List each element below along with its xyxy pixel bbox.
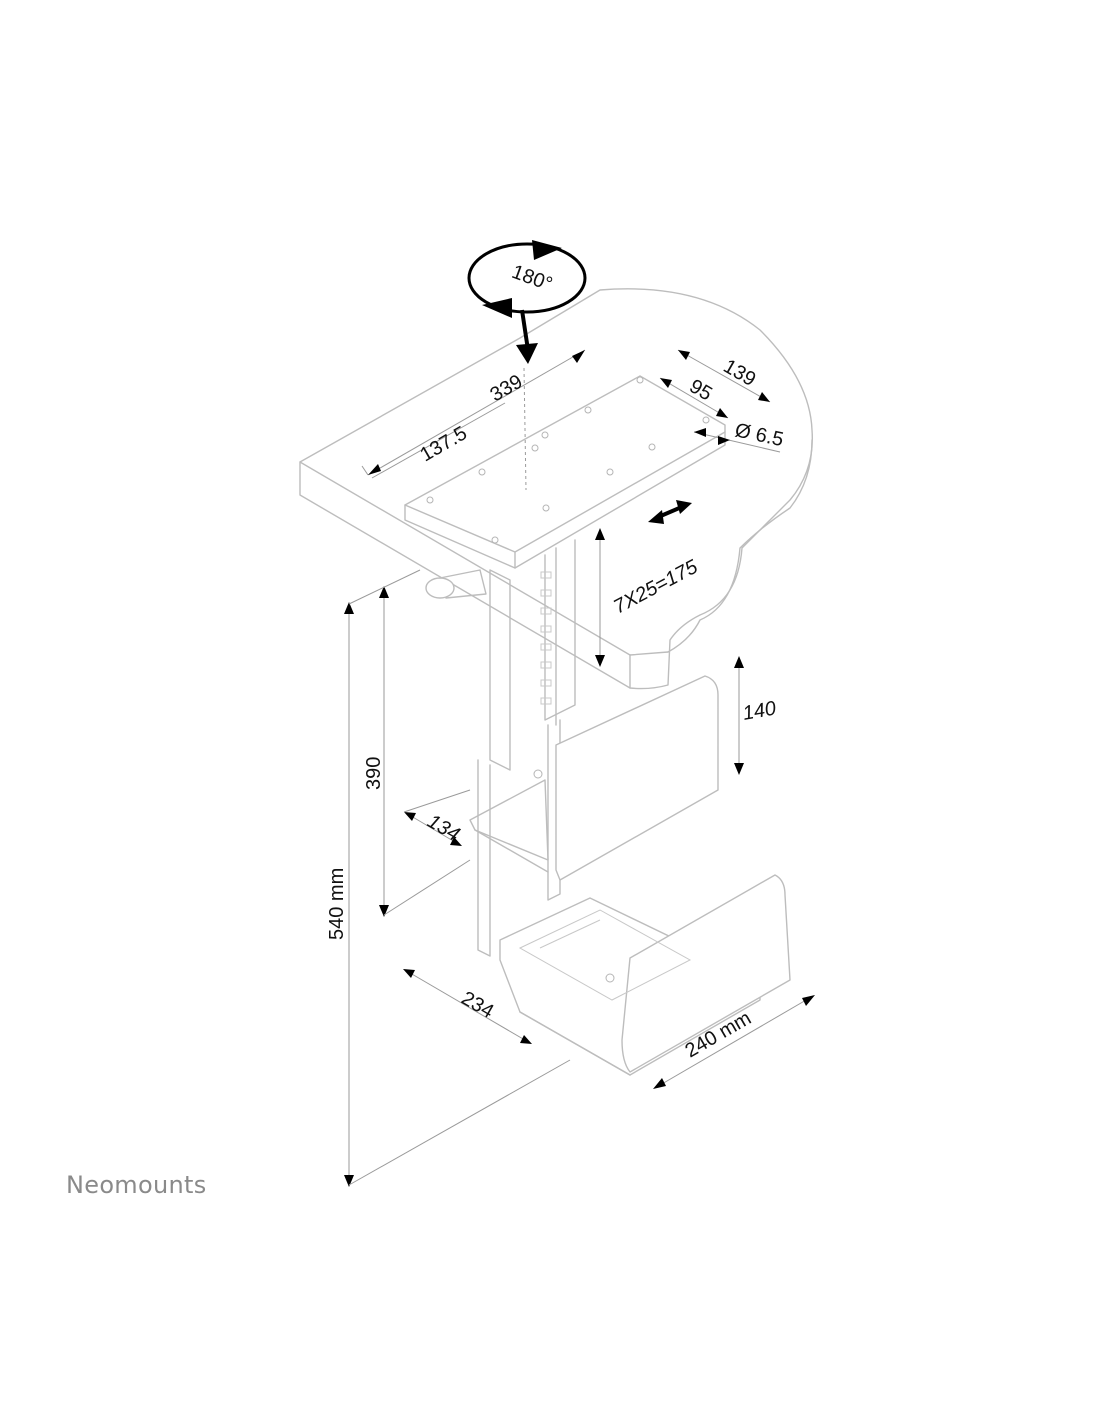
dim-390: 390 — [363, 757, 385, 790]
brand-logo: Neomounts — [66, 1171, 207, 1199]
dim-234: 234 — [458, 987, 498, 1023]
upper-holder — [469, 675, 719, 881]
dim-140: 140 — [741, 697, 778, 724]
slide-arrow — [648, 500, 692, 524]
rotation-label: 180° — [509, 261, 555, 296]
dimension-lines — [344, 349, 815, 1187]
bottom-tray — [499, 874, 791, 1076]
insert-arrow — [516, 309, 538, 491]
dim-134: 134 — [424, 810, 464, 846]
rotation-indicator: 180° — [467, 240, 587, 318]
mounting-plate — [404, 375, 726, 569]
dim-540: 540 mm — [326, 868, 348, 940]
